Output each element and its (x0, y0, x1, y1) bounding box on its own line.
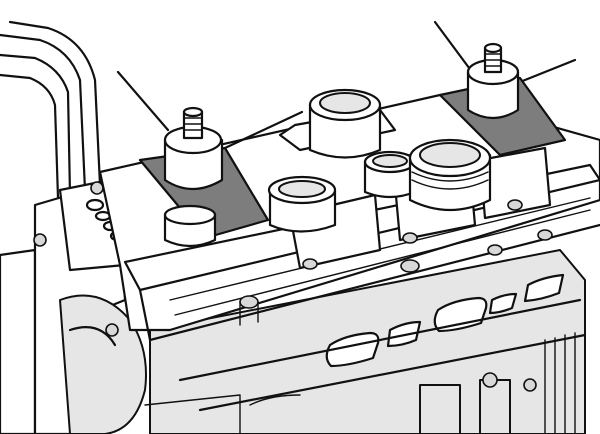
plug-well-3 (363, 150, 417, 199)
plug-well-4 (408, 138, 492, 212)
intake-pipes (0, 20, 102, 200)
cam-lobe-under-tool (163, 204, 217, 248)
cylinder-head-lower (144, 249, 587, 434)
plug-well-1 (308, 88, 382, 159)
camshaft-locking-tool-right (433, 20, 577, 157)
port-openings (325, 273, 565, 368)
cover-bolts (239, 199, 553, 309)
spark-plug-wells (267, 88, 492, 233)
plug-well-2 (267, 175, 337, 233)
